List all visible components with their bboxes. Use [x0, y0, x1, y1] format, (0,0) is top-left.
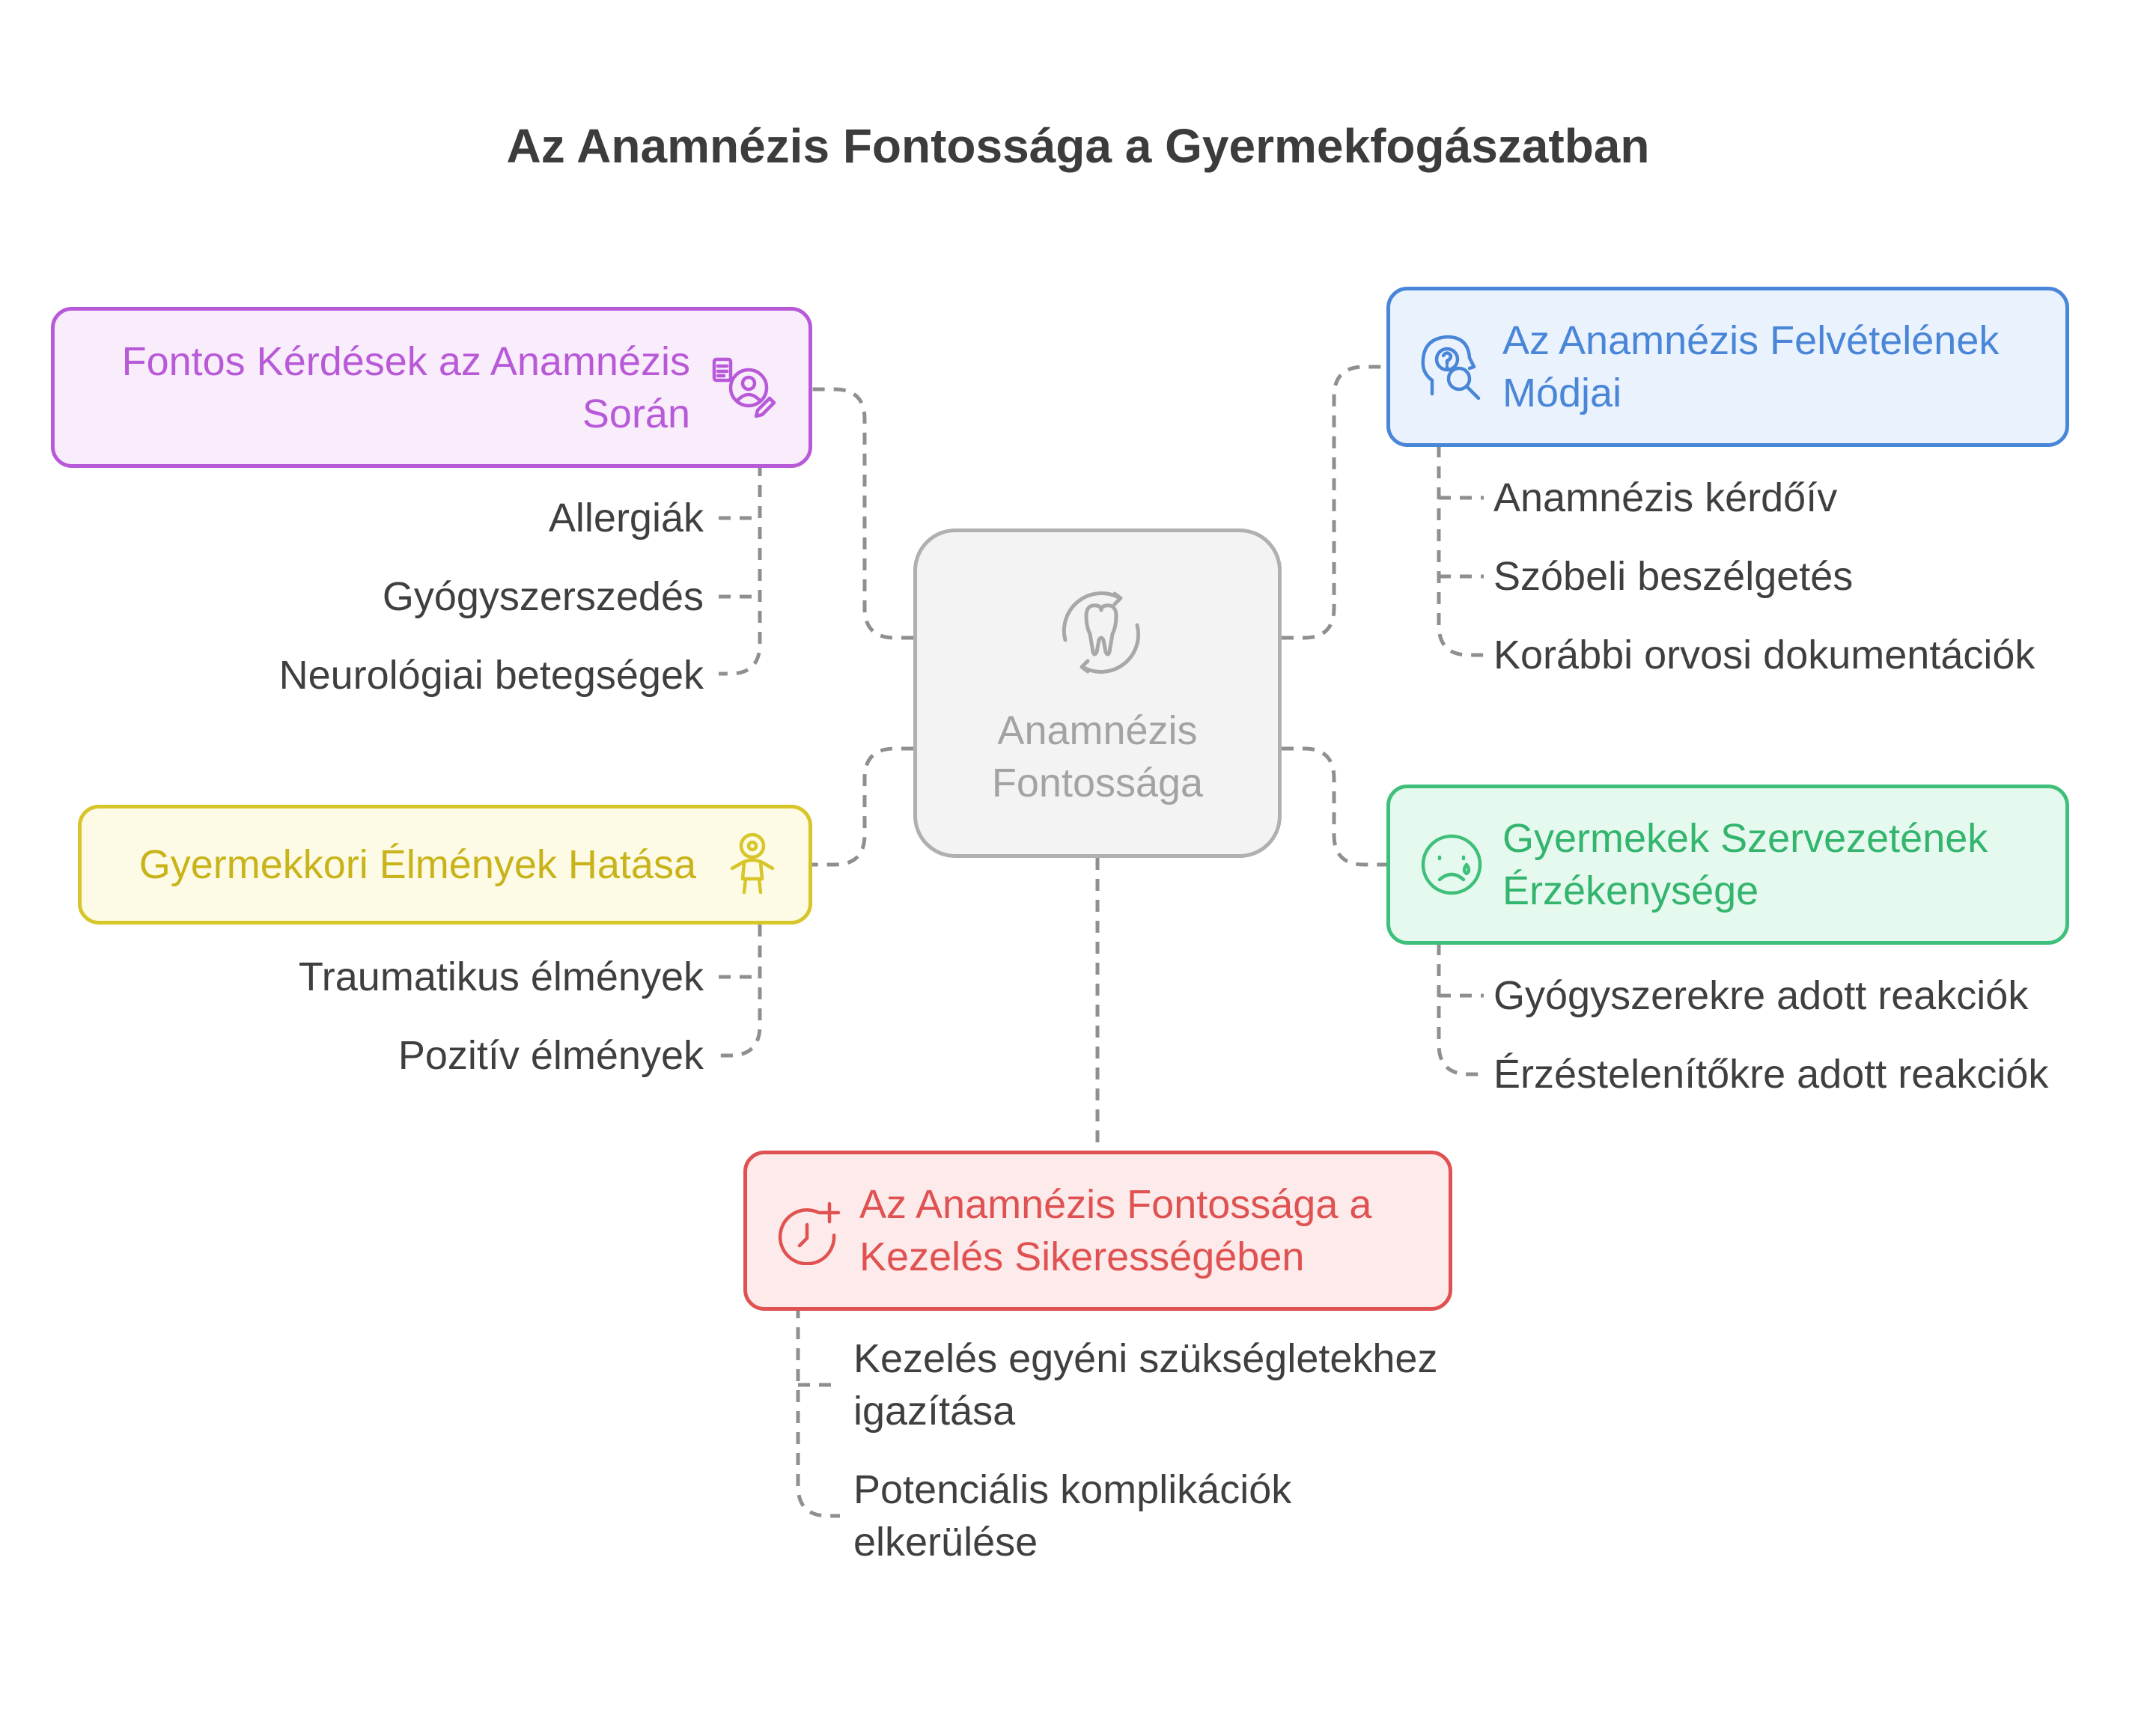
topic-sensitivity-label: Gyermekek Szervezetének Érzékenysége: [1502, 816, 1988, 913]
sad-face-icon: [1421, 834, 1482, 895]
head-search-icon: [1421, 335, 1481, 400]
list-item: Kezelés egyéni szükségletekhez igazítása: [853, 1336, 1438, 1434]
connector-methods-items: [1437, 445, 1484, 657]
list-item: Allergiák: [548, 496, 704, 540]
page-title: Az Anamnézis Fontossága a Gyermekfogásza…: [506, 119, 1650, 173]
list-item: Potenciális komplikációk elkerülése: [853, 1467, 1292, 1565]
connector-center-sensitivity: [1282, 746, 1386, 867]
topic-questions-label: Fontos Kérdések az Anamnézis Során: [121, 338, 690, 436]
list-item: Pozitív élmények: [398, 1033, 704, 1078]
list-item: Gyógyszerszedés: [382, 574, 704, 619]
topic-methods: Az Anamnézis Felvételének Módjai: [1386, 287, 2069, 447]
list-item: Gyógyszerekre adott reakciók: [1493, 973, 2029, 1018]
tooth-cycle-icon: [1062, 591, 1141, 674]
topic-questions: Fontos Kérdések az Anamnézis Során: [51, 307, 812, 468]
topic-success-label: Az Anamnézis Fontossága a Kezelés Sikere…: [859, 1182, 1372, 1279]
connector-center-methods: [1282, 365, 1386, 640]
topic-experiences: Gyermekkori Élmények Hatása: [78, 805, 812, 925]
topic-experiences-label: Gyermekkori Élmények Hatása: [138, 842, 696, 887]
child-icon: [730, 832, 775, 895]
connector-center-experiences: [812, 746, 913, 867]
connector-questions-items: [719, 464, 762, 676]
connector-success-items: [796, 1306, 840, 1518]
center-label: Anamnézis Fontossága: [991, 708, 1204, 805]
list-item: Traumatikus élmények: [298, 954, 704, 999]
center-node: Anamnézis Fontossága: [913, 529, 1282, 858]
topic-success: Az Anamnézis Fontossága a Kezelés Sikere…: [743, 1151, 1452, 1311]
list-item: Érzéstelenítőkre adott reakciók: [1493, 1052, 2049, 1097]
connector-experiences-items: [719, 925, 762, 1058]
connector-sensitivity-items: [1437, 943, 1484, 1076]
topic-methods-label: Az Anamnézis Felvételének Módjai: [1502, 318, 2000, 415]
list-item: Neurológiai betegségek: [278, 653, 704, 698]
list-item: Anamnézis kérdőív: [1493, 475, 1838, 520]
list-item: Korábbi orvosi dokumentációk: [1493, 633, 2035, 677]
connector-center-questions: [812, 387, 913, 640]
patient-checklist-icon: [712, 357, 776, 418]
clock-plus-icon: [778, 1201, 841, 1265]
list-item: Szóbeli beszélgetés: [1493, 554, 1854, 599]
topic-sensitivity: Gyermekek Szervezetének Érzékenysége: [1386, 785, 2069, 945]
